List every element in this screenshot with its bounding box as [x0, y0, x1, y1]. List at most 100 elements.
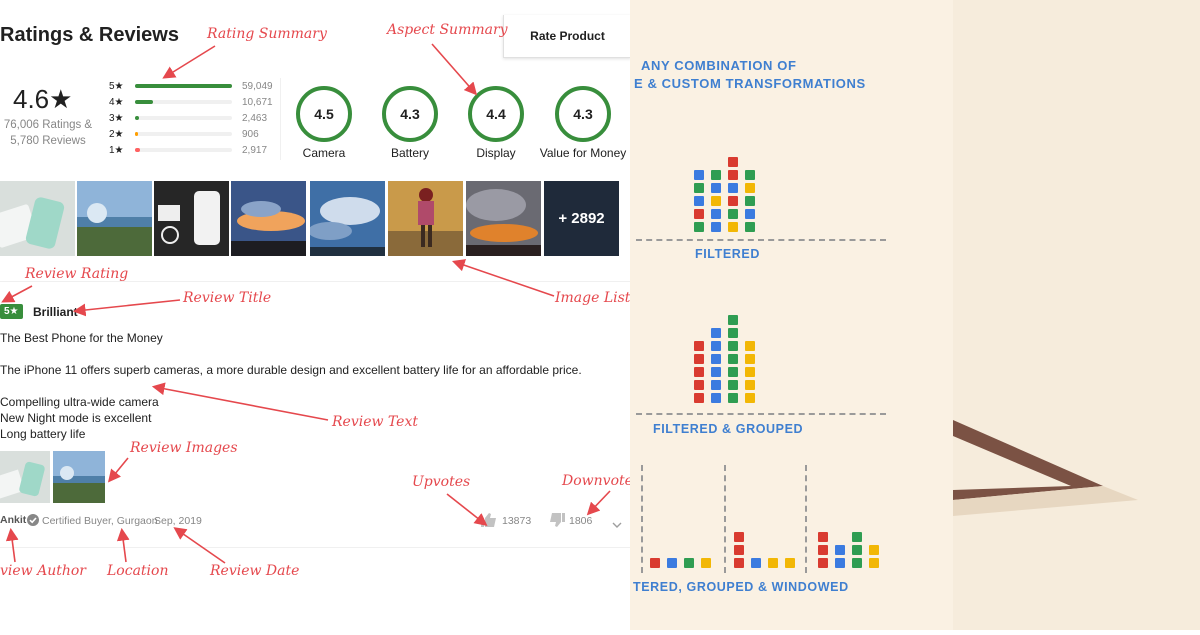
data-block [694, 393, 704, 403]
data-block [728, 380, 738, 390]
rating-bar-row: 5★ 59,049 [109, 78, 273, 94]
data-block [745, 393, 755, 403]
rating-bar-track [135, 100, 232, 104]
data-block [728, 328, 738, 338]
aspect-label: Camera [302, 146, 346, 160]
data-block [768, 558, 778, 568]
data-block [694, 341, 704, 351]
more-images-tile[interactable]: + 2892 [544, 181, 619, 256]
aspect-score-circle[interactable]: 4.3 [555, 86, 611, 142]
data-block [728, 393, 738, 403]
data-block [711, 354, 721, 364]
review-date: Sep, 2019 [154, 515, 202, 527]
label-windowed: TERED, GROUPED & WINDOWED [633, 580, 849, 594]
review-photo[interactable] [310, 181, 385, 256]
rating-bar-fill [135, 148, 140, 152]
review-line: Long battery life [0, 427, 86, 441]
window-divider [724, 465, 726, 573]
infographic-title-line-2: E & CUSTOM TRANSFORMATIONS [634, 76, 866, 91]
review-photo[interactable] [77, 181, 152, 256]
data-block [818, 545, 828, 555]
certified-check-icon [27, 513, 39, 531]
window-divider [641, 465, 643, 573]
data-block [694, 209, 704, 219]
annotation-review-title: Review Title [183, 290, 272, 306]
annotation-review-rating: Review Rating [25, 266, 129, 282]
annotation-review-text: Review Text [332, 414, 418, 430]
data-block [734, 558, 744, 568]
annotation-location: Location [107, 563, 169, 579]
chevron-down-icon[interactable] [612, 516, 622, 534]
review-line: New Night mode is excellent [0, 411, 152, 425]
decorative-background [953, 0, 1200, 630]
review-paragraph: The iPhone 11 offers superb cameras, a m… [0, 363, 582, 377]
data-block [711, 196, 721, 206]
rating-bar-fill [135, 100, 153, 104]
rating-bar-row: 2★906 [109, 126, 273, 142]
data-block [694, 354, 704, 364]
data-block [745, 170, 755, 180]
rating-bar-label: 3★ [109, 112, 124, 124]
window-divider [805, 465, 807, 573]
review-photo[interactable] [231, 181, 306, 256]
annotation-review-author: view Author [0, 563, 86, 579]
data-block [785, 558, 795, 568]
rating-bar-fill [135, 84, 232, 88]
rating-bar-track [135, 132, 232, 136]
data-block [667, 558, 677, 568]
review-line: Compelling ultra-wide camera [0, 395, 159, 409]
aspect-score-circle[interactable]: 4.5 [296, 86, 352, 142]
review-image[interactable] [53, 451, 105, 503]
data-block [728, 341, 738, 351]
annotation-review-date: Review Date [210, 563, 300, 579]
data-block [694, 380, 704, 390]
more-images-count: + 2892 [558, 210, 605, 227]
dashed-separator [636, 239, 886, 241]
review-image[interactable] [0, 451, 50, 503]
rating-bar-label: 1★ [109, 144, 124, 156]
block-illustrations [630, 0, 953, 630]
ratings-reviews-panel: Ratings & Reviews Rate Product 4.6★ 76,0… [0, 15, 641, 579]
data-block [818, 532, 828, 542]
rating-bar-row: 3★2,463 [109, 110, 273, 126]
data-block [711, 170, 721, 180]
review-photo[interactable] [0, 181, 75, 256]
data-block [711, 183, 721, 193]
review-subtitle: The Best Phone for the Money [0, 331, 163, 345]
review-photo[interactable] [388, 181, 463, 256]
ratings-count: 76,006 Ratings & [3, 119, 93, 131]
aspect-score-circle[interactable]: 4.3 [382, 86, 438, 142]
data-block [728, 222, 738, 232]
rate-product-button[interactable]: Rate Product [503, 15, 631, 58]
rating-bar-label: 5★ [109, 80, 124, 92]
data-block [694, 367, 704, 377]
rating-bar-count: 59,049 [242, 80, 273, 92]
data-block [711, 328, 721, 338]
review-photo[interactable] [466, 181, 541, 256]
data-block [745, 183, 755, 193]
data-block [852, 532, 862, 542]
data-block [734, 545, 744, 555]
data-block [745, 209, 755, 219]
dashed-separator [636, 413, 886, 415]
review-rating-badge: 5★ [0, 304, 23, 319]
thumbs-down-icon[interactable] [549, 513, 565, 532]
data-block [818, 558, 828, 568]
data-block [869, 558, 879, 568]
label-filtered: FILTERED [695, 247, 760, 261]
aspect-label: Display [476, 146, 516, 160]
rating-bar-row: 1★2,917 [109, 142, 273, 158]
rating-bar-track [135, 148, 232, 152]
data-block [694, 196, 704, 206]
review-photo[interactable] [154, 181, 229, 256]
rating-bar-row: 4★10,671 [109, 94, 273, 110]
overall-rating: 4.6★ [13, 84, 73, 114]
data-block [711, 209, 721, 219]
data-block [745, 222, 755, 232]
data-block [745, 380, 755, 390]
review-location: Certified Buyer, Gurgaon [42, 515, 158, 527]
review-title: Brilliant [33, 305, 78, 319]
data-block [728, 367, 738, 377]
aspect-score-circle[interactable]: 4.4 [468, 86, 524, 142]
